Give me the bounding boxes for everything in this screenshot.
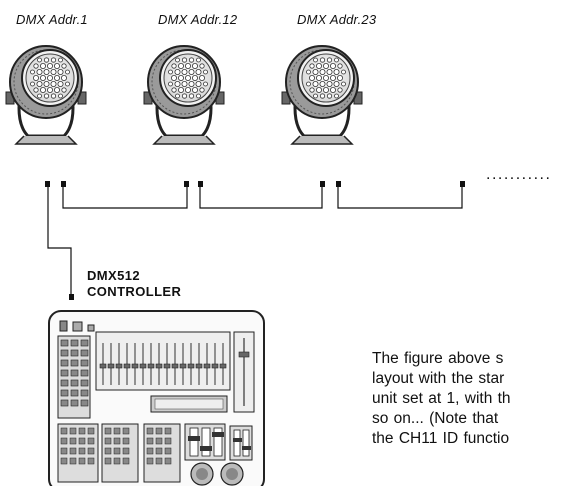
par-light-fixture-3 <box>280 44 364 146</box>
description-line-4: so on... (Note that <box>372 410 499 427</box>
fixture-3-address-label: DMX Addr.23 <box>297 12 377 27</box>
par-light-fixture-2 <box>142 44 226 146</box>
description-line-3: unit set at 1, with th <box>372 390 511 407</box>
fixture-1-address-label: DMX Addr.1 <box>16 12 88 27</box>
par-light-fixture-1 <box>4 44 88 146</box>
description-text: The figure above s layout with the star … <box>372 349 511 449</box>
controller-label-line2: CONTROLLER <box>87 284 182 299</box>
description-line-5: the CH11 ID functio <box>372 430 510 447</box>
controller-label: DMX512 CONTROLLER <box>87 268 181 300</box>
description-line-2: layout with the star <box>372 370 505 387</box>
dmx512-controller <box>48 310 265 486</box>
dmx-connector-terminals <box>45 181 465 300</box>
fixture-2-address-label: DMX Addr.12 <box>158 12 238 27</box>
dmx-cables <box>47 187 463 294</box>
controller-label-line1: DMX512 <box>87 268 140 283</box>
more-fixtures-ellipsis: ........... <box>486 166 552 183</box>
description-line-1: The figure above s <box>372 350 504 367</box>
